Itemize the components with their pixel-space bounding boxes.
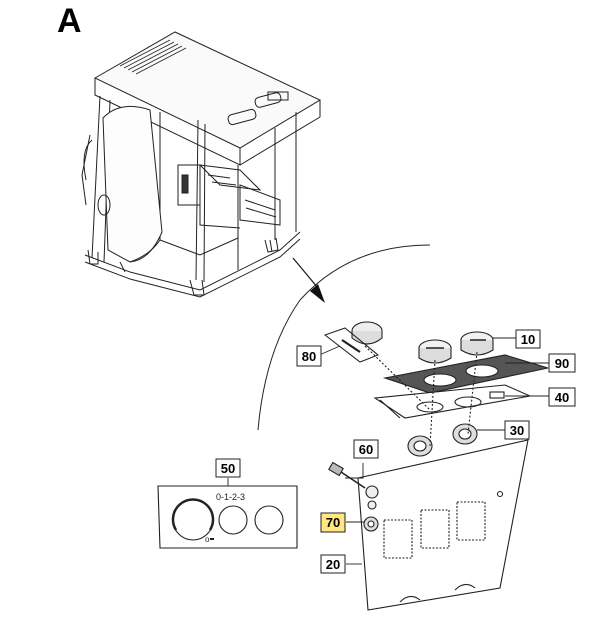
callout-30: 30 xyxy=(504,420,530,440)
panel-20-part xyxy=(357,439,529,611)
callout-40: 40 xyxy=(548,387,576,407)
svg-text:10: 10 xyxy=(521,332,535,347)
plate-40-part xyxy=(373,384,532,419)
svg-text:60: 60 xyxy=(359,442,373,457)
knob-marker-text: o xyxy=(205,535,210,544)
svg-text:50: 50 xyxy=(221,461,235,476)
svg-text:80: 80 xyxy=(302,349,316,364)
cab-illustration xyxy=(81,31,322,298)
svg-text:20: 20 xyxy=(326,557,340,572)
callout-60: 60 xyxy=(353,439,379,459)
callout-90: 90 xyxy=(548,353,576,373)
callout-10: 10 xyxy=(515,329,541,349)
svg-text:40: 40 xyxy=(555,390,569,405)
callout-20: 20 xyxy=(320,554,346,574)
gasket-80-part xyxy=(323,327,380,363)
dial-50c xyxy=(254,505,284,535)
svg-text:70: 70 xyxy=(326,515,340,530)
callout-50: 50 xyxy=(215,458,241,478)
dial-scale-text: 0-1-2-3 xyxy=(216,492,245,502)
callout-80: 80 xyxy=(296,345,322,367)
callout-70-highlighted: 70 xyxy=(320,512,346,533)
gasket-90-part xyxy=(382,354,549,394)
zoom-indicator xyxy=(257,244,431,431)
dial-50b xyxy=(218,505,248,535)
svg-text:90: 90 xyxy=(555,356,569,371)
figure-letter: A xyxy=(57,2,82,40)
control-panel-50: 0-1-2-3 o xyxy=(157,485,298,549)
svg-text:30: 30 xyxy=(510,423,524,438)
callout-labels: 80 10 90 40 30 60 50 70 xyxy=(215,329,576,574)
exploded-parts xyxy=(323,321,549,611)
